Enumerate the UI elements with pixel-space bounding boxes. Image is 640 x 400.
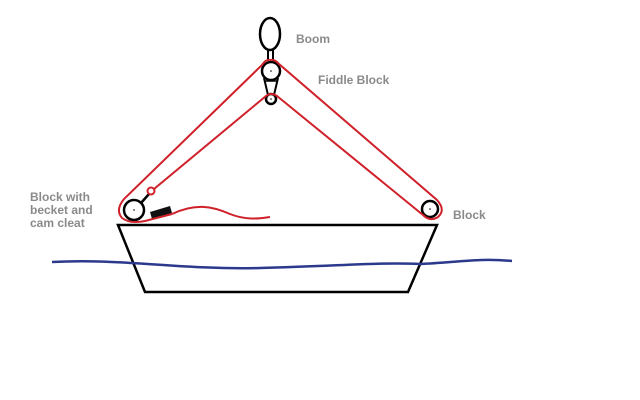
boat-hull [116, 223, 439, 294]
label-becket-block: Block with becket and cam cleat [30, 191, 93, 230]
label-fiddle-block: Fiddle Block [318, 73, 390, 87]
label-becket-line-2: becket and [30, 203, 93, 217]
boom [258, 16, 282, 52]
label-block: Block [453, 208, 486, 222]
water-line [51, 258, 513, 270]
block [420, 199, 440, 219]
cam-cleat [150, 206, 172, 219]
label-boom: Boom [296, 32, 330, 46]
becket-block [122, 186, 156, 222]
fiddle-block [260, 60, 282, 106]
label-becket-line-3: cam cleat [30, 216, 85, 230]
label-becket-line-1: Block with [30, 190, 91, 204]
rope [118, 58, 443, 223]
